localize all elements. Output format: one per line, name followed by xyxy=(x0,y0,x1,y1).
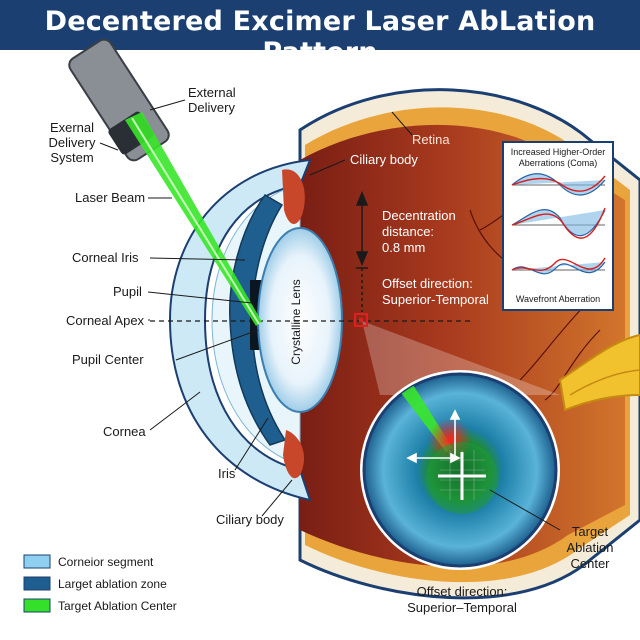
label-decentration-1: Decentration xyxy=(382,208,456,223)
label-external-delivery-1: External xyxy=(188,85,236,100)
label-exernal-delivery-system-3: System xyxy=(50,150,93,165)
label-offset-direction-bottom-2: Superior–Temporal xyxy=(407,600,517,615)
legend-label: Larget ablation zone xyxy=(58,577,167,591)
legend-label: Corneior segment xyxy=(58,555,154,569)
aberration-title-line1: Increased Higher-Order xyxy=(511,147,606,157)
label-pupil-center: Pupil Center xyxy=(72,352,144,367)
label-iris: Iris xyxy=(218,466,236,481)
wave-3 xyxy=(511,257,606,275)
label-decentration-2: distance: xyxy=(382,224,434,239)
legend-item-target-ablation-center: Target Ablation Center xyxy=(23,598,177,613)
labels: External Delivery Exernal Delivery Syste… xyxy=(49,85,614,615)
label-ciliary-body-bottom: Ciliary body xyxy=(216,512,284,527)
label-target-ablation-center-1: Target xyxy=(572,524,609,539)
aberration-footer: Wavefront Aberration xyxy=(516,294,600,304)
label-retina: Retina xyxy=(412,132,450,147)
label-crystalline-lens: Crystalline Lens xyxy=(289,279,303,364)
optic-nerve xyxy=(558,333,640,412)
legend-label: Target Ablation Center xyxy=(58,599,177,613)
ciliary-body-lower xyxy=(283,430,305,479)
label-corneal-iris: Corneal Iris xyxy=(72,250,139,265)
label-laser-beam: Laser Beam xyxy=(75,190,145,205)
label-offset-direction-bottom-1: Offset direction: xyxy=(417,584,508,599)
legend-swatch xyxy=(23,576,51,591)
label-pupil: Pupil xyxy=(113,284,142,299)
label-external-delivery-2: Delivery xyxy=(188,100,235,115)
decentration-arrow xyxy=(355,191,369,312)
aberration-title-line2: Aberrations (Coma) xyxy=(519,158,598,168)
wave-2 xyxy=(511,207,606,239)
legend: Corneior segment Larget ablation zone Ta… xyxy=(23,554,177,613)
label-decentration-3: 0.8 mm xyxy=(382,240,425,255)
label-target-ablation-center-3: Center xyxy=(570,556,610,571)
label-target-ablation-center-2: Ablation xyxy=(567,540,614,555)
legend-item-corneior-segment: Corneior segment xyxy=(23,554,154,569)
legend-swatch xyxy=(23,598,51,613)
ablation-inset xyxy=(360,370,560,570)
label-corneal-apex: Corneal Apex xyxy=(66,313,145,328)
aberration-panel: Increased Higher-Order Aberrations (Coma… xyxy=(502,141,614,311)
page-title: Decentered Excimer Laser AbLation Patter… xyxy=(44,6,596,68)
legend-swatch xyxy=(23,554,51,569)
ciliary-body-upper xyxy=(282,169,305,225)
label-cornea: Cornea xyxy=(103,424,146,439)
target-marker xyxy=(354,313,368,327)
wave-1 xyxy=(511,173,606,196)
label-offset-direction-2: Superior-Temporal xyxy=(382,292,489,307)
projection-cone xyxy=(362,321,560,395)
offset-arrows xyxy=(406,409,461,464)
legend-item-larget-ablation-zone: Larget ablation zone xyxy=(23,576,167,591)
label-ciliary-body-top: Ciliary body xyxy=(350,152,418,167)
label-offset-direction-1: Offset direction: xyxy=(382,276,473,291)
label-exernal-delivery-system-1: Exernal xyxy=(50,120,94,135)
leader-lines xyxy=(99,99,561,531)
label-exernal-delivery-system-2: Delivery xyxy=(49,135,96,150)
